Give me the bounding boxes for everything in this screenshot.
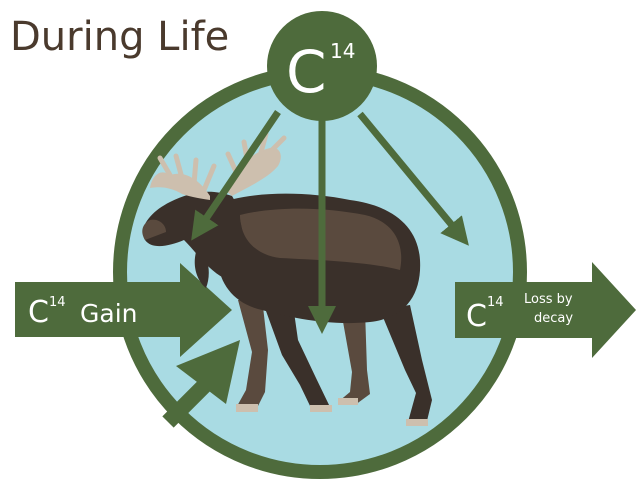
loss-carbon-symbol: C [466, 299, 487, 334]
gain-label: Gain [80, 299, 137, 328]
loss-label-line2: decay [534, 311, 573, 326]
loss-label-line1: Loss by [524, 292, 573, 307]
gain-isotope-number: 14 [49, 295, 66, 310]
node-isotope-number: 14 [330, 39, 355, 63]
node-carbon-symbol: C [286, 38, 327, 106]
diagram-title: During Life [10, 14, 229, 60]
loss-isotope-number: 14 [487, 295, 504, 310]
gain-carbon-symbol: C [28, 295, 49, 330]
